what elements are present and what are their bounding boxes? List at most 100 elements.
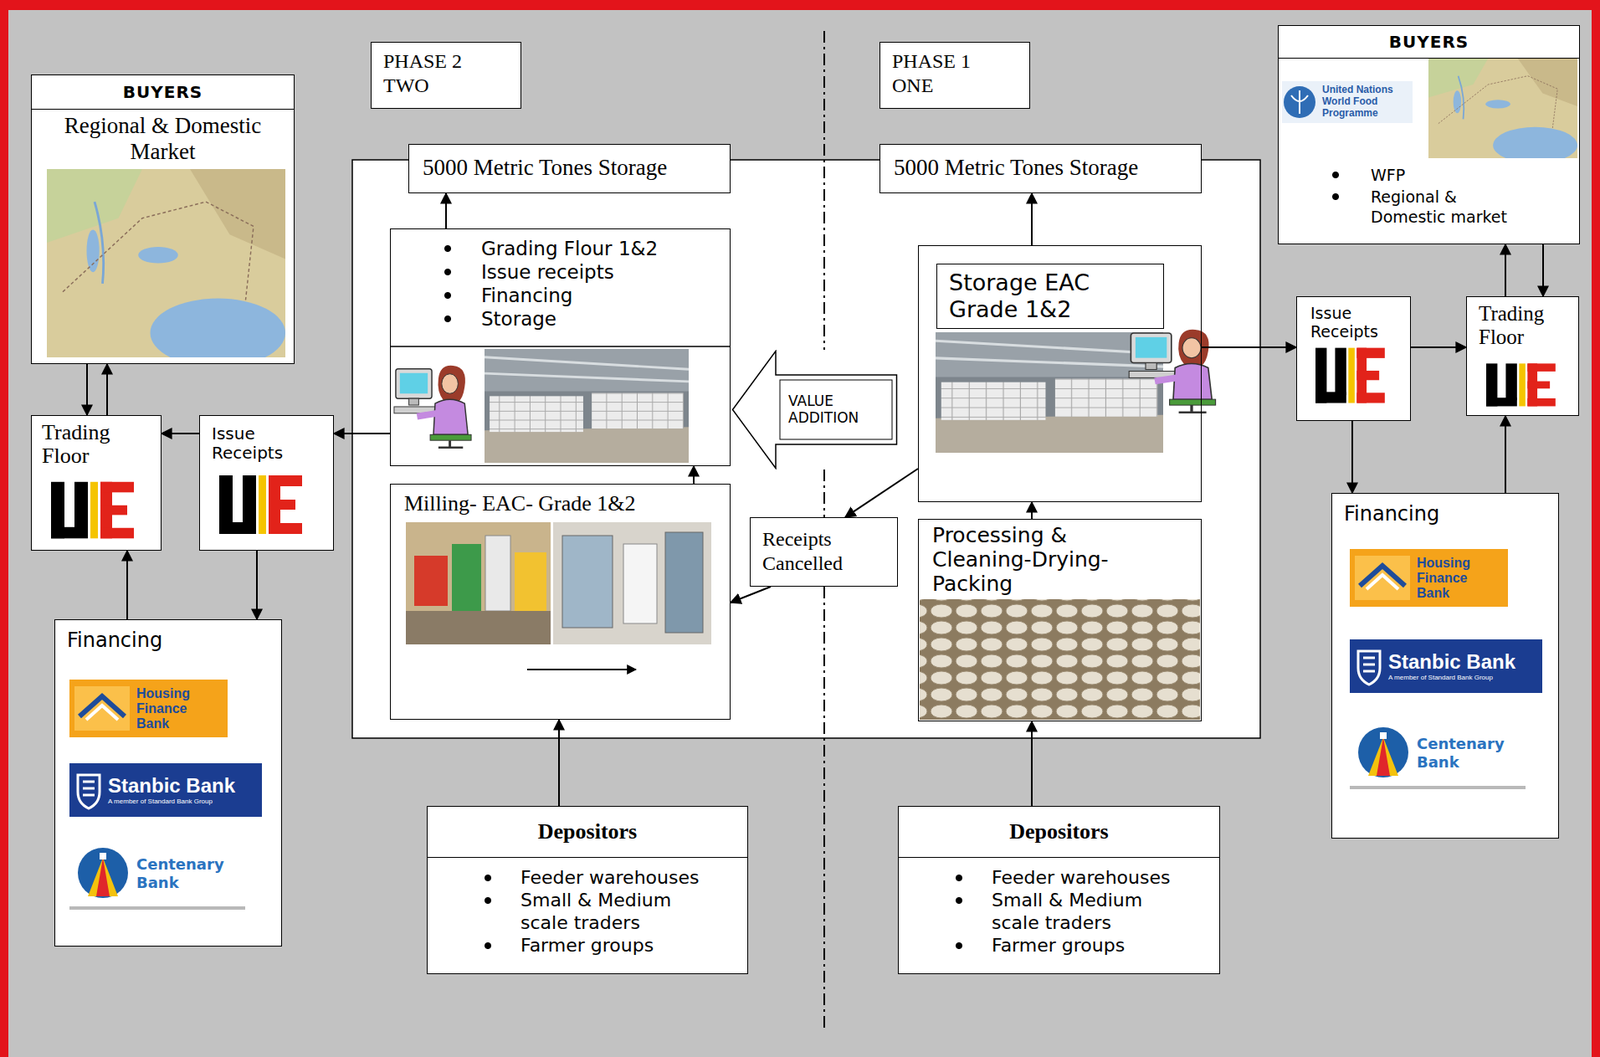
bank-name: Centenary Bank — [136, 855, 229, 893]
bank-logo: Stanbic BankA member of Standard Bank Gr… — [69, 763, 262, 817]
warehouse-photo — [935, 332, 1164, 453]
uce-logo — [219, 475, 303, 534]
trading-floor-box: Trading Floor — [30, 415, 162, 551]
flow-arrow — [1030, 502, 1033, 519]
bullet-item: Financing — [442, 283, 730, 308]
bullet-item: Grading Flour 1&2 — [442, 236, 730, 261]
bank-name: Housing Finance Bank — [1416, 555, 1499, 601]
storage-text: 5000 Metric Tones Storage — [422, 144, 730, 191]
bullet-item: Farmer groups — [482, 933, 713, 957]
storage-process-box: Storage EAC Grade 1&2 — [917, 245, 1202, 503]
flow-arrow — [1410, 346, 1467, 349]
bank-text-column: Stanbic BankA member of Standard Bank Gr… — [1388, 650, 1516, 683]
flow-arrow — [1030, 193, 1033, 246]
bank-icon — [1349, 639, 1389, 693]
flow-arrow — [445, 193, 447, 229]
flow-arrow — [730, 586, 771, 603]
receipts-cancelled-box: Receipts Cancelled — [749, 517, 898, 587]
financing-heading: Financing — [1343, 502, 1559, 526]
warehouse-photo — [484, 348, 689, 463]
storage-box: 5000 Metric Tones Storage — [879, 143, 1202, 194]
depositors-box: DepositorsFeeder warehousesSmall & Mediu… — [426, 805, 749, 975]
flow-pointer — [527, 668, 636, 671]
bullet-item: Feeder warehouses — [482, 866, 713, 889]
bullet-item: Storage — [442, 307, 730, 331]
flow-arrow — [1351, 420, 1354, 493]
facility-frame — [352, 159, 1261, 739]
bullet-item: Farmer groups — [953, 933, 1185, 957]
bullet-item: Regional & Domestic market — [1330, 186, 1530, 227]
flow-arrow — [1030, 721, 1033, 806]
bullet-item: WFP — [1330, 164, 1530, 185]
bank-text-column: Stanbic BankA member of Standard Bank Gr… — [107, 774, 236, 806]
flow-arrow — [1504, 415, 1507, 493]
processing-box: Processing & Cleaning-Drying-Packing — [917, 518, 1202, 722]
receipts-text: Issue Receipts — [1310, 303, 1403, 341]
bank-icon — [1349, 720, 1417, 786]
clerk-icon — [1128, 329, 1216, 413]
produce-photo — [919, 599, 1200, 720]
storage-grade-text: Storage EAC Grade 1&2 — [936, 263, 1165, 329]
milling-box: Milling- EAC- Grade 1&2 — [389, 483, 731, 720]
receipts-box: Issue Receipts — [1296, 296, 1411, 421]
flow-arrow — [161, 432, 200, 435]
bank-icon — [69, 679, 137, 738]
market-text: Regional & Domestic Market — [31, 112, 294, 165]
cancelled-text: Receipts Cancelled — [762, 527, 888, 576]
buyers-box: BUYERSRegional & Domestic Market — [30, 74, 295, 365]
bank-name: Stanbic Bank — [107, 774, 236, 798]
buyers-box: BUYERSUnited Nations World Food Programm… — [1277, 25, 1580, 245]
trading-text: Trading Floor — [1478, 302, 1570, 349]
trading-text: Trading Floor — [41, 420, 147, 468]
flow-arrow — [333, 432, 390, 435]
flow-arrow — [1504, 244, 1507, 297]
phase-label: PHASE 1 ONE — [879, 41, 1031, 109]
box-fills — [30, 25, 1580, 947]
uce-logo — [1315, 348, 1385, 404]
trading-floor-box: Trading Floor — [1466, 296, 1580, 416]
processing-text: Processing & Cleaning-Drying-Packing — [932, 523, 1142, 596]
box-heading: BUYERS — [1278, 25, 1580, 59]
bank-icon — [1349, 548, 1417, 607]
bank-logo: Stanbic BankA member of Standard Bank Gr… — [1349, 639, 1543, 693]
bank-logo: Housing Finance Bank — [69, 679, 228, 738]
process-box: Grading Flour 1&2Issue receiptsFinancing… — [389, 228, 731, 467]
box-heading: BUYERS — [31, 75, 294, 110]
box-heading: Depositors — [427, 806, 748, 858]
flow-arrow — [256, 550, 258, 620]
bullet-item: Small & Medium scale traders — [953, 888, 1185, 934]
uganda-map — [46, 169, 286, 368]
financing-heading: Financing — [66, 628, 282, 652]
flow-arrow — [86, 364, 88, 416]
arrow-text: VALUE ADDITION — [788, 392, 888, 426]
flow-arrow — [692, 466, 695, 484]
panel-ground — [8, 10, 1592, 1057]
bank-logo: Centenary Bank — [69, 841, 246, 910]
storage-box: 5000 Metric Tones Storage — [408, 143, 731, 194]
flow-arrow — [1201, 346, 1297, 349]
depositors-box: DepositorsFeeder warehousesSmall & Mediu… — [897, 805, 1221, 975]
flow-arrow — [558, 719, 560, 806]
flow-arrow — [1542, 244, 1544, 297]
section-divider — [389, 345, 731, 348]
bullet-item: Small & Medium scale traders — [482, 888, 713, 934]
box-heading: Depositors — [898, 806, 1220, 858]
flow-arrow — [845, 468, 918, 518]
uce-logo — [51, 482, 134, 539]
bank-name: Centenary Bank — [1416, 734, 1509, 772]
bank-icon — [69, 763, 108, 817]
uganda-map — [1428, 58, 1578, 164]
storage-text: 5000 Metric Tones Storage — [893, 144, 1201, 191]
uce-logo — [1486, 363, 1556, 406]
milling-photo — [405, 522, 712, 645]
clerk-icon — [394, 365, 472, 448]
flow-arrow — [106, 364, 108, 416]
bank-name: Stanbic Bank — [1388, 650, 1516, 674]
financing-box: FinancingHousing Finance BankStanbic Ban… — [1331, 492, 1559, 839]
bank-tagline: A member of Standard Bank Group — [1388, 673, 1516, 683]
phase-label: PHASE 2 TWO — [370, 41, 522, 109]
receipts-text: Issue Receipts — [211, 424, 321, 463]
bullet-item: Feeder warehouses — [953, 866, 1185, 889]
bank-name: Housing Finance Bank — [136, 686, 219, 732]
